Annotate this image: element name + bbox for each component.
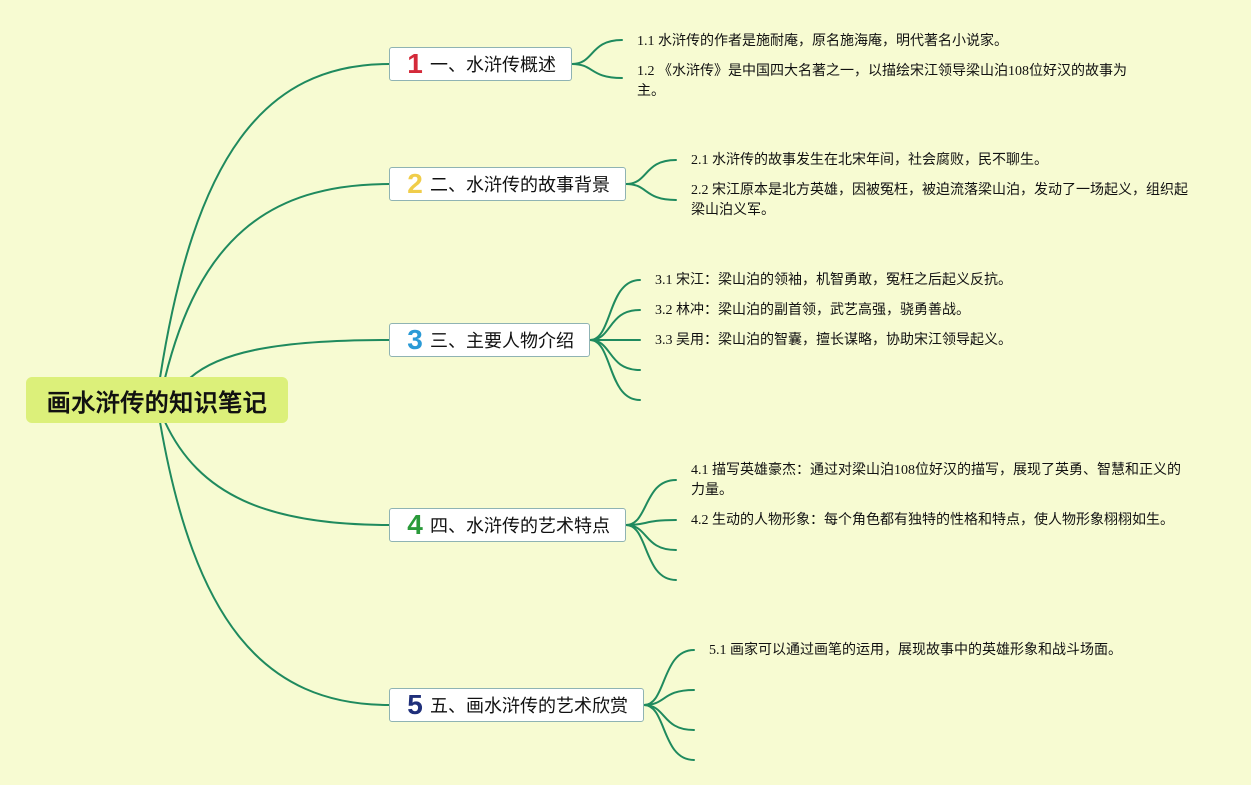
connector-topic-2-branch-1 (625, 159, 677, 185)
connector-root-topic-3 (189, 339, 390, 379)
connector-topic-1-branch-1 (571, 39, 623, 65)
topic-node-2[interactable]: 2 二、水浒传的故事背景 (389, 167, 626, 201)
leaf-1-1[interactable]: 1.1 水浒传的作者是施耐庵，原名施海庵，明代著名小说家。 (637, 34, 1008, 49)
leaf-1-2[interactable]: 1.2 《水浒传》是中国四大名著之一，以描绘宋江领导梁山泊108位好汉的故事为主… (637, 64, 1127, 99)
topic-number-2: 2 (407, 168, 423, 199)
connector-topic-3-branch-5 (589, 339, 641, 401)
connector-topic-5-branch-4 (643, 704, 695, 761)
topic-node-1[interactable]: 1 一、水浒传概述 (389, 47, 572, 81)
topic-label-1: 一、水浒传概述 (430, 55, 556, 76)
topic-number-5: 5 (407, 689, 423, 720)
topic-label-5: 五、画水浒传的艺术欣赏 (430, 696, 628, 717)
connector-root-topic-2 (164, 183, 390, 379)
leaf-2-1[interactable]: 2.1 水浒传的故事发生在北宋年间，社会腐败，民不聊生。 (691, 153, 1048, 168)
connector-topic-4-branch-1 (625, 479, 677, 526)
root-node[interactable]: 画水浒传的知识笔记 (26, 377, 288, 423)
connector-root-topic-5 (159, 421, 390, 706)
connector-topic-3-branch-4 (589, 339, 641, 371)
connector-root-topic-1 (159, 63, 390, 379)
connector-topic-1-branch-2 (571, 63, 623, 79)
connector-root-topic-4 (164, 421, 390, 526)
topic-number-3: 3 (407, 324, 423, 355)
connector-topic-4-branch-4 (625, 524, 677, 581)
leaf-3-2[interactable]: 3.2 林冲：梁山泊的副首领，武艺高强，骁勇善战。 (655, 303, 970, 318)
connector-topic-3-branch-2 (589, 309, 641, 341)
topic-node-3[interactable]: 3 三、主要人物介绍 (389, 323, 590, 357)
leaf-4-1[interactable]: 4.1 描写英雄豪杰：通过对梁山泊108位好汉的描写，展现了英勇、智慧和正义的力… (691, 463, 1181, 498)
leaf-4-2[interactable]: 4.2 生动的人物形象：每个角色都有独特的性格和特点，使人物形象栩栩如生。 (691, 513, 1174, 528)
root-title: 画水浒传的知识笔记 (46, 388, 268, 417)
topic-node-5[interactable]: 5 五、画水浒传的艺术欣赏 (389, 688, 644, 722)
connector-topic-3-branch-1 (589, 279, 641, 341)
topic-label-4: 四、水浒传的艺术特点 (430, 516, 610, 537)
topic-label-3: 三、主要人物介绍 (430, 331, 574, 352)
leaf-5-1[interactable]: 5.1 画家可以通过画笔的运用，展现故事中的英雄形象和战斗场面。 (709, 643, 1122, 658)
leaf-3-1[interactable]: 3.1 宋江：梁山泊的领袖，机智勇敢，冤枉之后起义反抗。 (655, 273, 1012, 288)
leaf-3-3[interactable]: 3.3 吴用：梁山泊的智囊，擅长谋略，协助宋江领导起义。 (655, 333, 1012, 348)
topic-node-4[interactable]: 4 四、水浒传的艺术特点 (389, 508, 626, 542)
topic-label-2: 二、水浒传的故事背景 (430, 175, 610, 196)
topic-number-1: 1 (407, 48, 423, 79)
topic-number-4: 4 (407, 509, 423, 540)
leaf-2-2[interactable]: 2.2 宋江原本是北方英雄，因被冤枉，被迫流落梁山泊，发动了一场起义，组织起梁山… (691, 183, 1188, 218)
connector-topic-5-branch-1 (643, 649, 695, 706)
connector-topic-2-branch-2 (625, 183, 677, 201)
